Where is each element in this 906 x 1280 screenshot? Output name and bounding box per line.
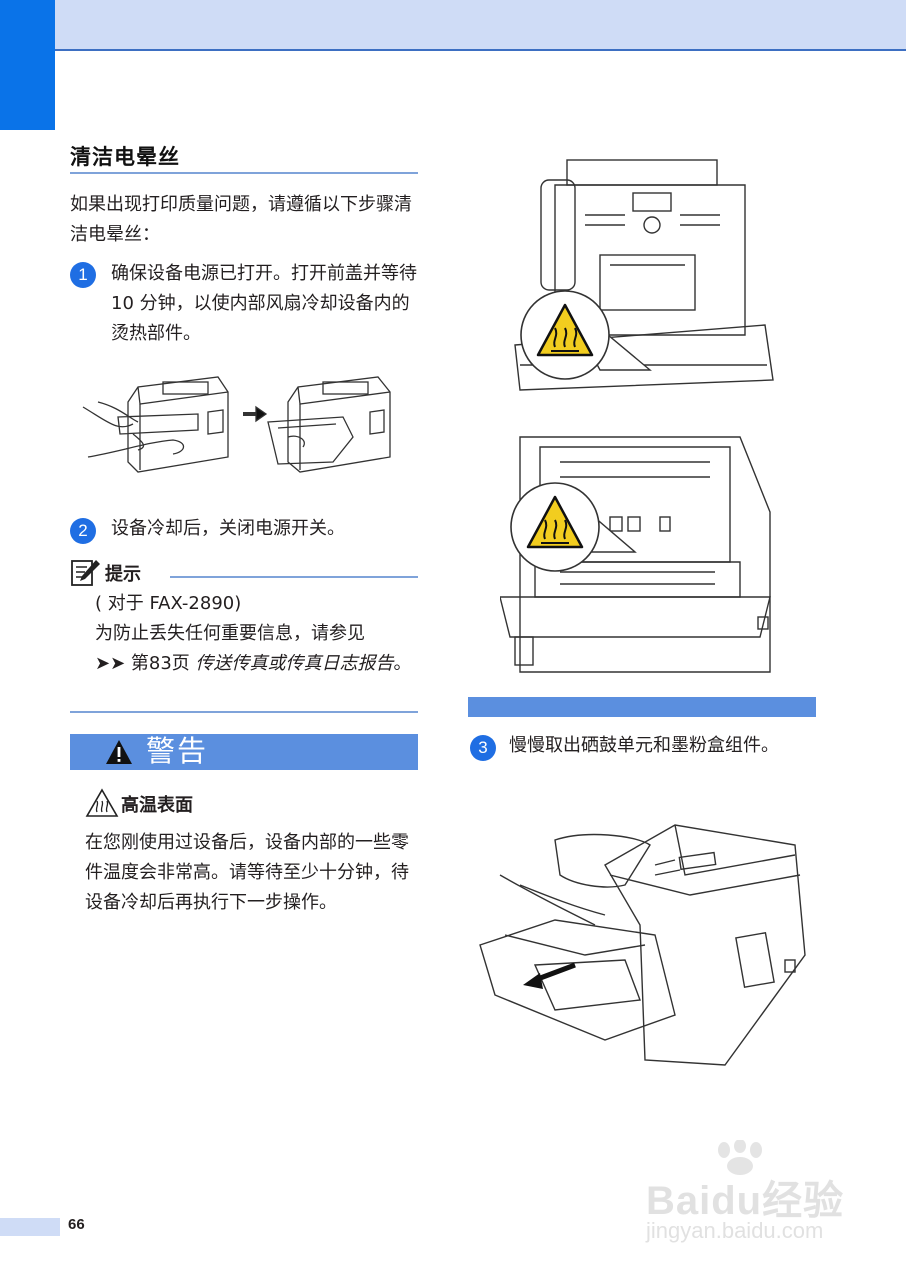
note-pencil-icon	[71, 560, 100, 586]
watermark-logo: Baidu经验	[646, 1179, 845, 1223]
step-2-text: 设备冷却后，关闭电源开关。	[111, 518, 345, 539]
warning-bar: 警告	[70, 734, 418, 770]
open-front-cover-illustration	[500, 436, 771, 673]
section-title: 清洁电晕丝	[70, 145, 180, 169]
hot-surface-label: 高温表面	[121, 795, 193, 816]
chapter-tab	[0, 0, 55, 130]
page-number-band	[0, 1218, 60, 1236]
intro-text: 如果出现打印质量问题，请遵循以下步骤清洁电晕丝：	[70, 194, 412, 245]
reference-arrows-icon: ➤➤	[95, 653, 126, 674]
step-1-number: 1	[70, 262, 96, 288]
step-3-text: 慢慢取出硒鼓单元和墨粉盒组件。	[509, 735, 779, 756]
note-body: ( 对于 FAX-2890) 为防止丢失任何重要信息，请参见 ➤➤ 第83页 传…	[95, 589, 425, 679]
remove-drum-illustration	[479, 824, 806, 1066]
note-line: 为防止丢失任何重要信息，请参见	[95, 623, 365, 644]
note-bottom-rule	[70, 711, 418, 713]
page-number: 66	[68, 1216, 85, 1233]
baidu-watermark: Baidu经验 jingyan.baidu.com	[640, 1140, 860, 1250]
warning-label: 警告	[146, 734, 209, 768]
note-reference: ➤➤ 第83页 传送传真或传真日志报告。	[95, 649, 425, 679]
section-bar	[468, 697, 816, 717]
step-2-number: 2	[70, 518, 96, 544]
note-rule	[170, 576, 418, 578]
paw-logo-icon	[718, 1140, 762, 1175]
note-model: ( 对于 FAX-2890)	[95, 593, 242, 614]
reference-title-link[interactable]: 传送传真或传真日志报告	[195, 653, 394, 674]
warning-triangle-icon	[106, 740, 132, 764]
step-1-text: 确保设备电源已打开。打开前盖并等待 10 分钟，以使内部风扇冷却设备内的烫热部件…	[111, 263, 417, 344]
fax-hot-warning-illustration	[514, 159, 774, 391]
open-cover-illustration	[82, 376, 391, 473]
reference-end: 。	[393, 653, 412, 674]
warning-text: 在您刚使用过设备后，设备内部的一些零件温度会非常高。请等待至少十分钟，待设备冷却…	[85, 832, 409, 913]
step-3-number: 3	[470, 735, 496, 761]
hot-surface-icon	[85, 788, 119, 817]
reference-page: 第83页	[125, 653, 196, 674]
note-label: 提示	[105, 564, 141, 585]
page-header-band	[0, 0, 906, 51]
watermark-url: jingyan.baidu.com	[646, 1218, 824, 1243]
section-title-rule	[70, 172, 418, 174]
